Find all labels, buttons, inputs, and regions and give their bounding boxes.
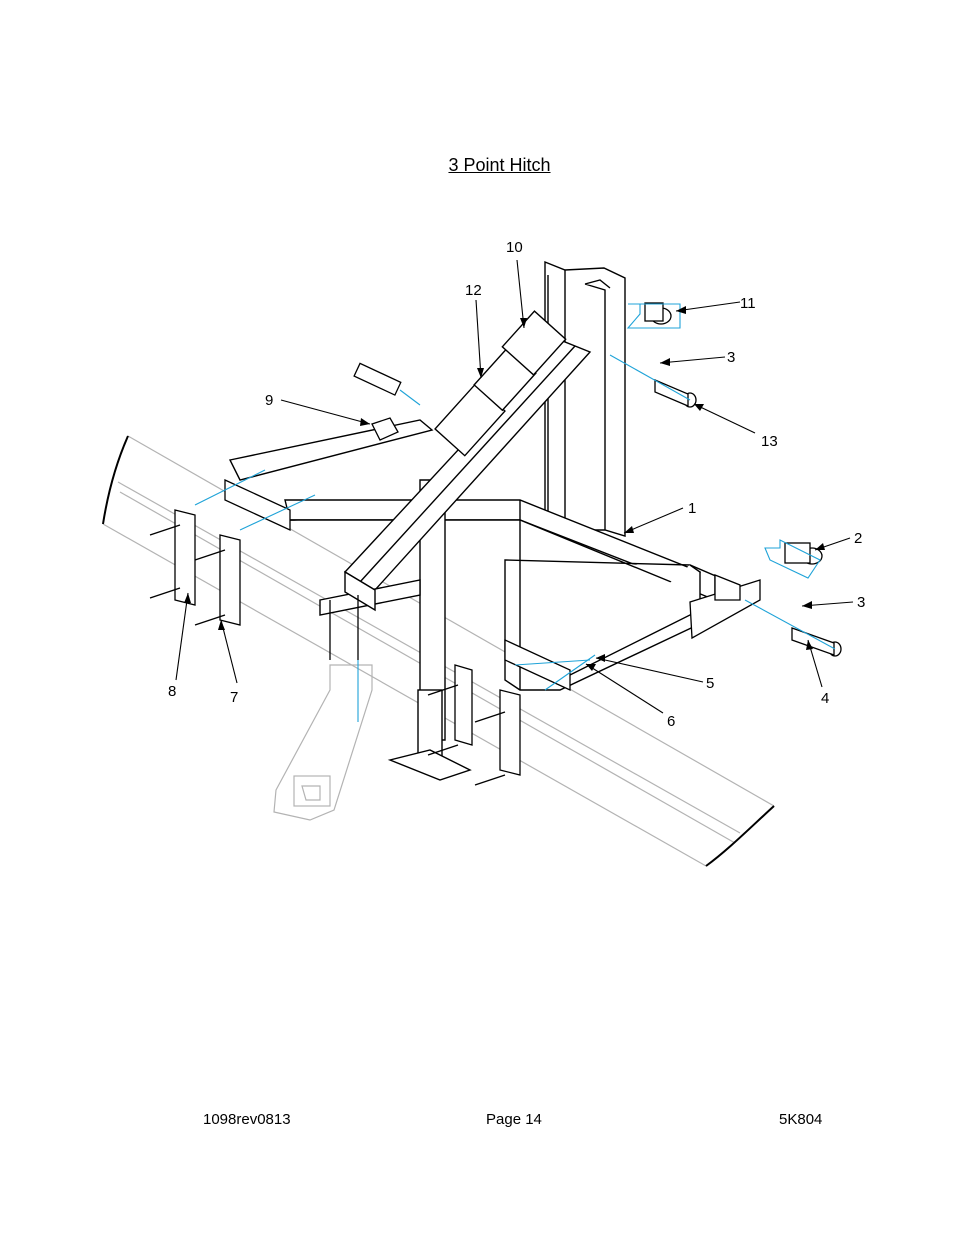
shank-phantom: [273, 664, 373, 821]
callout-1: 1: [688, 500, 696, 517]
callout-10: 10: [506, 239, 523, 256]
callout-13: 13: [761, 433, 778, 450]
callout-3-bottom: 3: [857, 594, 865, 611]
callout-5: 5: [706, 675, 714, 692]
u-bolts: [149, 478, 571, 786]
page-title: 3 Point Hitch: [448, 155, 551, 175]
callout-12: 11: [740, 295, 756, 312]
callout-2: 2: [854, 530, 862, 547]
leader-arrowheads: [184, 306, 825, 671]
callout-3-top: 3: [727, 349, 735, 366]
stand-foot: [387, 689, 472, 781]
footer-doc-number: 1098rev0813: [203, 1111, 291, 1128]
callout-11: 12: [465, 282, 482, 299]
mast: [544, 260, 626, 537]
callout-9: 9: [265, 392, 273, 409]
footer-model-number: 5K804: [779, 1111, 823, 1128]
assembly-lines: [194, 303, 836, 722]
hardware: [353, 302, 842, 657]
callout-6: 6: [667, 713, 675, 730]
footer-page-number: Page 14: [486, 1111, 542, 1128]
leader-lines: [175, 259, 854, 714]
callout-7: 7: [230, 689, 238, 706]
callout-8: 8: [168, 683, 176, 700]
top-link: [319, 310, 592, 616]
callout-4: 4: [821, 690, 829, 707]
